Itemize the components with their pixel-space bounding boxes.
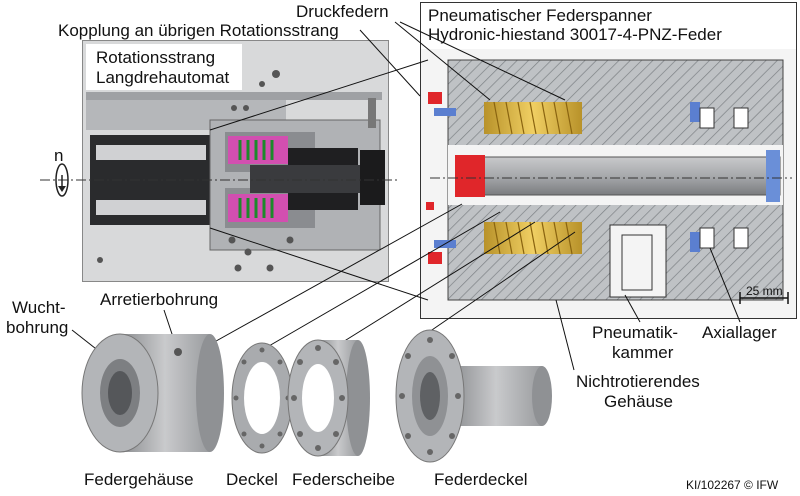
rotationsstrang-machine: [40, 70, 400, 272]
label-pneumatischer-1: Pneumatischer Federspanner: [428, 6, 652, 25]
federdeckel-part: [395, 329, 552, 463]
deckel-part: [231, 342, 293, 454]
label-n: n: [54, 146, 64, 165]
label-scale: 25 mm: [746, 284, 783, 298]
leader-lines: [71, 21, 741, 371]
label-axiallager: Axiallager: [702, 323, 777, 342]
label-pneumatik-1: Pneumatik-: [592, 323, 678, 342]
label-druckfedern: Druckfedern: [296, 2, 389, 21]
label-pneumatik-2: kammer: [612, 343, 674, 362]
federspanner-section: [426, 59, 792, 304]
label-wucht-1: Wucht-: [12, 298, 66, 317]
label-rotationsstrang-1: Rotationsstrang: [96, 48, 216, 67]
label-federgehaeuse: Federgehäuse: [84, 470, 194, 489]
label-nichtrot-1: Nichtrotierendes: [576, 372, 700, 391]
label-federscheibe: Federscheibe: [292, 470, 396, 489]
label-credit: KI/102267 © IFW: [686, 478, 779, 492]
label-pneumatischer-2: Hydronic-hiestand 30017-4-PNZ-Feder: [428, 25, 722, 44]
exploded-parts: [81, 329, 552, 463]
label-federdeckel: Federdeckel: [434, 470, 528, 489]
label-rotationsstrang-2: Langdrehautomat: [96, 68, 230, 87]
federscheibe-part: [287, 339, 370, 457]
federgehaeuse-part: [81, 333, 224, 453]
label-arretierbohrung: Arretierbohrung: [100, 290, 219, 309]
label-wucht-2: bohrung: [6, 318, 69, 337]
label-kopplung: Kopplung an übrigen Rotationsstrang: [58, 21, 339, 40]
label-deckel: Deckel: [226, 470, 278, 489]
label-nichtrot-2: Gehäuse: [604, 392, 673, 411]
